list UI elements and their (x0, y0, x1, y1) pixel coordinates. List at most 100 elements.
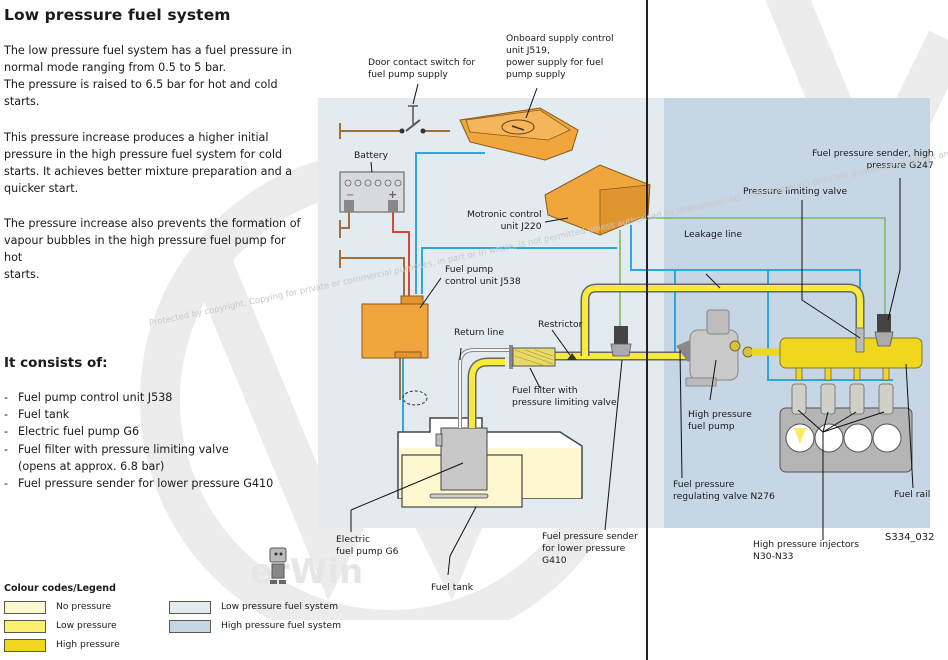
erwin-watermark: erWin (250, 552, 364, 592)
battery-plus-label: + (388, 188, 397, 201)
label-line: G410 (542, 555, 567, 566)
figure-id: S334_032 (885, 532, 935, 543)
label-line: Onboard supply control (506, 33, 614, 44)
label-motronic: Motronic control unit J220 (467, 209, 542, 233)
high-pressure-fuel-pump-icon (676, 309, 754, 387)
label-line: regulating valve N276 (673, 491, 775, 502)
page-title: Low pressure fuel system (4, 6, 231, 24)
list-item-continuation: (opens at approx. 6.8 bar) (18, 459, 165, 473)
fuel-filter-icon (509, 345, 556, 369)
list-item: Fuel filter with pressure limiting valve (4, 441, 273, 458)
legend-swatch-low-pressure-system (169, 601, 211, 614)
vapour-paragraph: The pressure increase also prevents the … (4, 215, 304, 283)
text-line: starts. It achieves better mixture prepa… (4, 165, 293, 178)
battery-icon: − + (339, 171, 405, 213)
label-regulating-valve: Fuel pressure regulating valve N276 (673, 479, 775, 503)
legend-swatch-no-pressure (4, 601, 46, 614)
label-line: Electric (336, 534, 371, 545)
injectors-icon (791, 367, 894, 415)
label-line: High pressure (688, 409, 752, 420)
legend-swatch-low-pressure (4, 620, 46, 633)
label-fuel-rail: Fuel rail (894, 489, 931, 500)
list-item: Fuel pump control unit J538 (4, 389, 273, 406)
label-line: unit J220 (500, 221, 542, 232)
label-low-pressure-sender: Fuel pressure sender for lower pressure … (542, 531, 638, 567)
label-line: Fuel filter with (512, 385, 578, 396)
label-fuel-tank: Fuel tank (431, 582, 474, 593)
label-pressure-limiting-valve: Pressure limiting valve (743, 186, 848, 197)
restrictor-icon (567, 353, 577, 360)
label-electric-fuel-pump: Electric fuel pump G6 (336, 534, 399, 558)
door-switch-circuit (339, 119, 450, 139)
text-line: starts. (4, 268, 40, 281)
page-divider (646, 0, 648, 660)
label-line: Fuel pressure sender, high (812, 148, 934, 159)
text-line: normal mode ranging from 0.5 to 5 bar. (4, 61, 227, 74)
list-item: Fuel tank (4, 406, 273, 423)
text-line: quicker start. (4, 182, 79, 195)
label-line: for lower pressure (542, 543, 626, 554)
label-line: power supply for fuel (506, 57, 604, 68)
list-item: Fuel pressure sender for lower pressure … (4, 475, 273, 492)
label-line: pressure G247 (866, 160, 934, 171)
consists-heading: It consists of: (4, 355, 108, 371)
high-pressure-sender-icon (874, 314, 894, 347)
label-onboard-unit: Onboard supply control unit J519, power … (506, 33, 614, 81)
low-pressure-sender-icon (610, 326, 632, 357)
door-switch-icon (399, 105, 426, 134)
fuel-pump-control-unit-icon (361, 295, 429, 359)
battery-minus-label: − (346, 190, 354, 201)
motronic-control-unit-icon (544, 164, 651, 236)
label-line: Motronic control (467, 209, 542, 220)
label-fuel-filter: Fuel filter with pressure limiting valve (512, 385, 617, 409)
text-line: The pressure increase also prevents the … (4, 217, 301, 230)
legend-swatch-high-pressure (4, 639, 46, 652)
erwin-mascot-icon (269, 547, 287, 584)
legend-title: Colour codes/Legend (4, 583, 116, 594)
fuel-tank-icon (397, 417, 583, 508)
label-high-pressure-pump: High pressure fuel pump (688, 409, 752, 433)
text-line: The pressure is raised to 6.5 bar for ho… (4, 78, 278, 91)
onboard-supply-control-unit-icon (459, 107, 579, 161)
label-restrictor: Restrictor (538, 319, 583, 330)
label-door-switch: Door contact switch for fuel pump supply (368, 57, 475, 81)
label-fuel-pump-control-unit: Fuel pump control unit J538 (445, 264, 521, 288)
legend-label-low-pressure: Low pressure (56, 620, 117, 631)
text-line: vapour bubbles in the high pressure fuel… (4, 234, 286, 264)
label-line: Door contact switch for (368, 57, 476, 68)
label-line: fuel pump G6 (336, 546, 399, 557)
text-line: The low pressure fuel system has a fuel … (4, 44, 292, 57)
legend-swatch-high-pressure-system (169, 620, 211, 633)
intro-paragraph: The low pressure fuel system has a fuel … (4, 42, 304, 110)
fuel-rail-icon (779, 337, 923, 369)
label-battery: Battery (354, 150, 389, 161)
label-line: unit J519, (506, 45, 550, 56)
label-line: Fuel pump (445, 264, 494, 275)
leader-lines (350, 83, 914, 576)
component-list: Fuel pump control unit J538 Fuel tank El… (4, 389, 273, 492)
power-wire (392, 212, 410, 296)
pressure-limiting-valve-icon (855, 327, 865, 353)
label-high-pressure-sender: Fuel pressure sender, high pressure G247 (812, 148, 934, 172)
label-line: High pressure injectors (753, 539, 860, 550)
label-injectors: High pressure injectors N30-N33 (753, 539, 859, 563)
text-line: starts. (4, 95, 40, 108)
label-line: pump supply (506, 69, 566, 80)
ground-wires (339, 212, 405, 400)
electric-fuel-pump-icon (429, 427, 489, 499)
legend-label-high-pressure: High pressure (56, 639, 120, 650)
label-line: pressure limiting valve (512, 397, 617, 408)
label-leakage-line: Leakage line (684, 229, 743, 240)
text-line: This pressure increase produces a higher… (4, 131, 269, 144)
connector-icon (402, 390, 428, 406)
legend-label-low-pressure-system: Low pressure fuel system (221, 601, 339, 612)
list-item: Electric fuel pump G6 (4, 423, 273, 440)
label-line: Fuel pressure (673, 479, 735, 490)
label-line: fuel pump (688, 421, 735, 432)
label-line: fuel pump supply (368, 69, 448, 80)
text-line: pressure in the high pressure fuel syste… (4, 148, 283, 161)
label-line: Fuel pressure sender (542, 531, 638, 542)
sensor-signal-lines (619, 217, 886, 330)
legend-label-high-pressure-system: High pressure fuel system (221, 620, 342, 631)
